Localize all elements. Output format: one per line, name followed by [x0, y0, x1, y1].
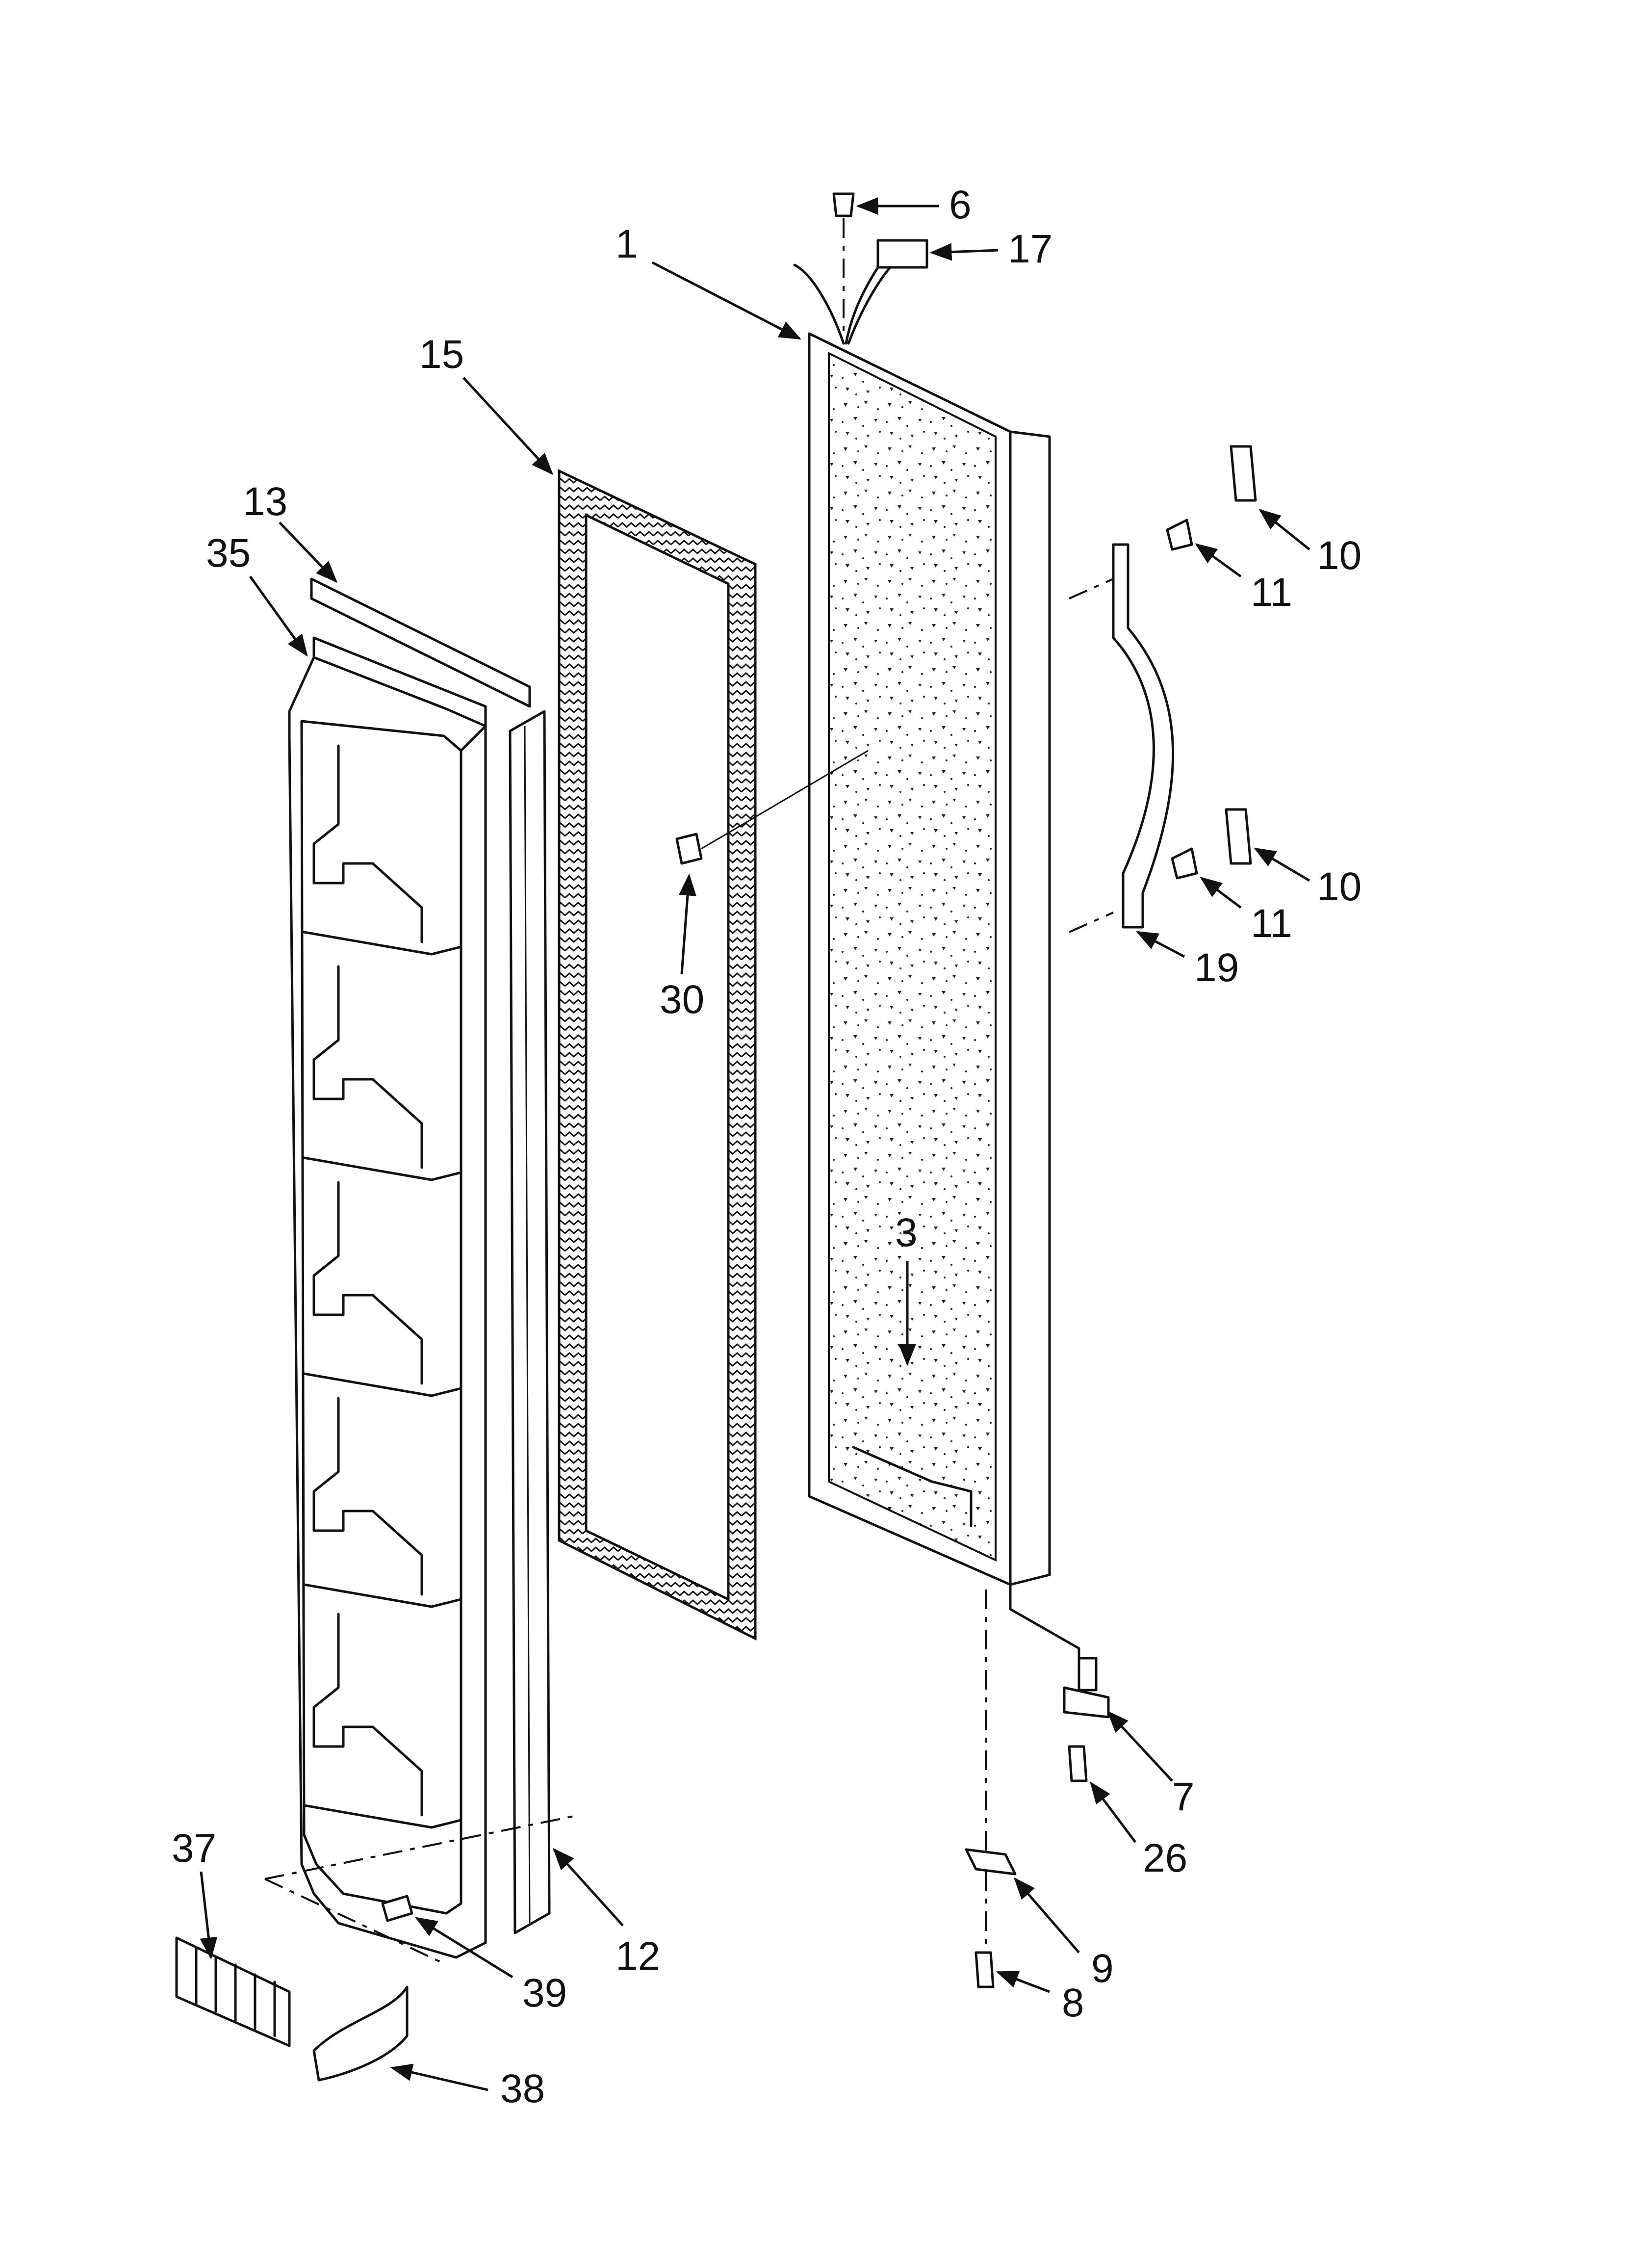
svg-text:11: 11	[1251, 570, 1292, 615]
callout-11-lower: 11	[1200, 877, 1292, 946]
callout-10-lower: 10	[1254, 847, 1361, 909]
svg-text:7: 7	[1172, 1774, 1195, 1819]
svg-text:11: 11	[1251, 901, 1292, 946]
callout-38: 38	[390, 2063, 545, 2111]
door-strip-part-12	[509, 710, 551, 1934]
callout-30: 30	[660, 750, 869, 1022]
wire-harness	[793, 192, 928, 345]
svg-text:9: 9	[1091, 1946, 1114, 1991]
svg-text:39: 39	[522, 1971, 567, 2015]
svg-text:19: 19	[1194, 945, 1239, 990]
callout-13: 13	[243, 479, 338, 583]
callout-26: 26	[1090, 1781, 1187, 1880]
callout-labels: 1 3 6 7 8 9 10 10	[172, 182, 1361, 2111]
callout-8: 8	[996, 1971, 1084, 2025]
svg-text:26: 26	[1143, 1836, 1187, 1880]
bottom-trim-parts	[175, 1814, 579, 2082]
callout-11-upper: 11	[1195, 543, 1292, 615]
svg-text:30: 30	[660, 977, 704, 1022]
door-gasket-part-15	[558, 469, 757, 1641]
callout-35: 35	[206, 531, 308, 657]
callout-1: 1	[616, 222, 801, 340]
callout-3: 3	[895, 1210, 918, 1366]
callout-15: 15	[419, 332, 554, 475]
svg-text:37: 37	[172, 1826, 216, 1871]
liner-shelf-ribs	[303, 744, 462, 1829]
svg-text:12: 12	[616, 1934, 660, 1979]
door-shell-part-1	[808, 332, 1051, 1586]
callout-12: 12	[552, 1848, 660, 1979]
svg-text:8: 8	[1062, 1981, 1084, 2025]
callout-17: 17	[929, 227, 1052, 271]
svg-text:13: 13	[243, 479, 287, 524]
svg-text:10: 10	[1317, 864, 1361, 909]
callout-9: 9	[1014, 1877, 1114, 1991]
callout-10-upper: 10	[1258, 509, 1361, 578]
svg-text:6: 6	[949, 182, 972, 227]
callout-37: 37	[172, 1826, 218, 1960]
top-cap-part-13	[310, 577, 531, 708]
hinge-assembly	[965, 1583, 1110, 1988]
svg-text:15: 15	[419, 332, 464, 377]
door-liner-part-35	[288, 636, 487, 1959]
callout-19: 19	[1136, 931, 1239, 990]
svg-text:10: 10	[1317, 533, 1361, 578]
callout-39: 39	[415, 1917, 567, 2015]
callout-6: 6	[856, 182, 972, 227]
svg-text:1: 1	[616, 222, 638, 266]
door-handle-part-19	[1069, 445, 1257, 933]
callout-7: 7	[1106, 1710, 1195, 1819]
svg-text:17: 17	[1008, 227, 1052, 271]
svg-text:35: 35	[206, 531, 251, 575]
svg-text:38: 38	[500, 2066, 545, 2111]
svg-text:3: 3	[895, 1210, 918, 1255]
